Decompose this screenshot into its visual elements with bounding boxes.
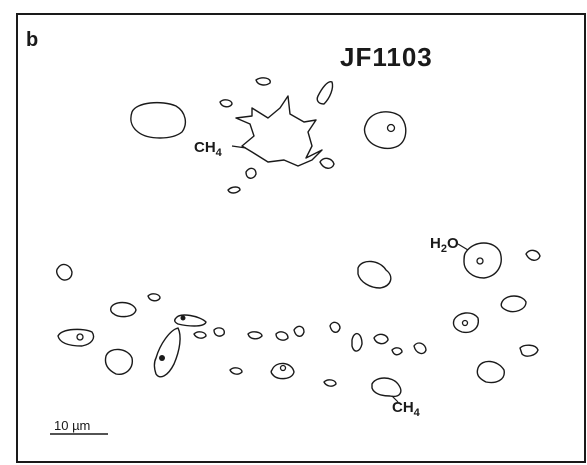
label-ch4-bottom: CH4 <box>392 399 421 419</box>
inclusion-small-c <box>245 167 257 179</box>
lower-ch4-inclusion <box>371 377 402 398</box>
bubble-right <box>461 319 469 327</box>
inclusion-small-j <box>293 325 305 337</box>
figure-frame <box>16 13 586 463</box>
panel-label: b <box>26 29 38 51</box>
h2o-bubble <box>476 257 484 265</box>
inclusion-small-e <box>319 157 335 169</box>
bubble-upper-right <box>386 123 396 133</box>
bubble-lower-left-d <box>76 333 84 341</box>
inclusion-bottom-a <box>229 367 243 375</box>
inclusion-small-b <box>219 99 233 108</box>
inclusion-small-l <box>351 333 363 352</box>
inclusion-small-i <box>275 331 289 341</box>
large-ch4-inclusion <box>235 95 323 167</box>
label-h2o: H2O <box>430 235 459 255</box>
inclusion-small-n <box>391 347 403 356</box>
inclusion-small-g <box>213 327 226 337</box>
bubble-bottom-b <box>279 364 287 372</box>
inclusion-upper-right <box>363 111 407 150</box>
label-ch4-top: CH4 <box>194 139 223 159</box>
inclusion-tilted <box>153 327 181 378</box>
inclusion-small-d <box>227 186 241 194</box>
bubble-small-dot <box>180 315 186 321</box>
inclusion-small-a <box>255 77 271 86</box>
inclusion-small-h <box>247 331 263 340</box>
inclusion-right-bubble <box>452 312 479 334</box>
inclusion-small-m <box>373 333 389 345</box>
ch4-bottom-leader <box>391 395 399 403</box>
inclusion-small-o <box>413 342 427 355</box>
bubble-tilted <box>159 355 165 361</box>
inclusion-small-f <box>193 331 207 339</box>
inclusion-mid-right-a <box>357 260 392 289</box>
inclusion-far-right-c <box>519 344 539 357</box>
scale-bar-label: 10 µm <box>54 418 90 433</box>
inclusion-lower-left-e <box>104 348 133 375</box>
inclusion-far-right-b <box>500 295 527 313</box>
inclusion-lower-left-c <box>147 293 161 302</box>
ch4-top-leader <box>231 145 247 149</box>
h2o-leader <box>457 243 469 251</box>
inclusion-small-dot <box>174 314 207 327</box>
inclusion-lower-left-a <box>55 263 73 281</box>
inclusion-upper-left <box>130 101 187 139</box>
sample-title: JF1103 <box>340 42 433 72</box>
inclusion-elongated <box>316 81 334 105</box>
inclusion-bottom-b <box>270 362 295 380</box>
inclusion-lower-left-d <box>57 328 95 347</box>
inclusion-far-right-d <box>476 360 505 384</box>
inclusion-far-right-a <box>525 249 541 261</box>
inclusion-bottom-c <box>323 379 337 387</box>
h2o-inclusion <box>463 242 502 279</box>
inclusion-lower-left-b <box>109 301 137 318</box>
inclusion-small-k <box>329 321 341 333</box>
